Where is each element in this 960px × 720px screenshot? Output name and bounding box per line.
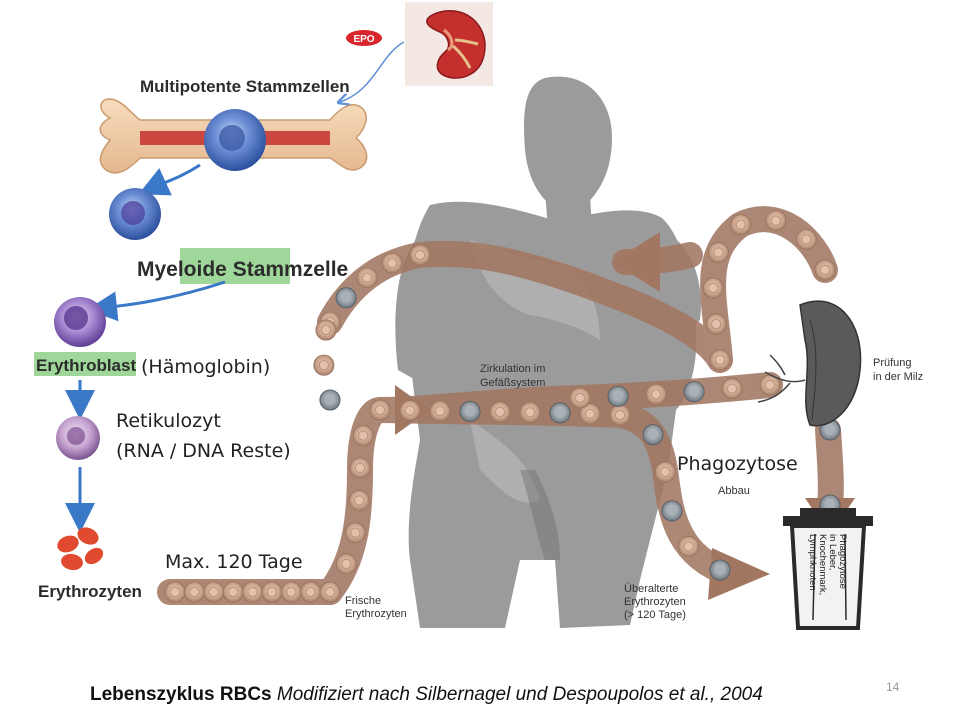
epo-badge: EPO <box>346 30 382 46</box>
blood-cell <box>709 349 731 371</box>
spleen-label-2: in der Milz <box>873 371 923 383</box>
fresh-label-1: Frische <box>345 595 381 607</box>
blood-cell <box>683 381 705 403</box>
erythroblast-label: Erythroblast <box>36 356 136 375</box>
blood-cell <box>661 500 683 522</box>
blood-cell <box>642 424 664 446</box>
blood-cell <box>399 400 421 422</box>
blood-cell <box>348 489 370 511</box>
blood-cell <box>280 581 302 603</box>
spleen-label-1: Prüfung <box>873 357 912 369</box>
blood-cell <box>489 401 511 423</box>
multipotent-label: Multipotente Stammzellen <box>140 77 350 96</box>
blood-cell <box>409 244 431 266</box>
blood-cell <box>352 425 374 447</box>
aged-label-2: Erythrozyten <box>624 596 686 608</box>
blood-cell <box>645 383 667 405</box>
reticulocyte-cell <box>56 416 100 460</box>
erythrocytes-label: Erythrozyten <box>38 582 142 601</box>
blood-cell <box>335 553 357 575</box>
page-number: 14 <box>886 680 900 694</box>
phagocytosis-label: Phagozytose <box>677 453 798 475</box>
blood-cell <box>707 241 729 263</box>
blood-cell <box>709 559 731 581</box>
blood-cell <box>319 581 341 603</box>
blood-cell <box>164 581 186 603</box>
blood-cell <box>569 387 591 409</box>
blood-cell <box>319 389 341 411</box>
erythroblast-cell <box>54 297 106 347</box>
blood-cell <box>730 214 752 236</box>
reticulocyte-note: (RNA / DNA Reste) <box>116 440 291 462</box>
myeloid-stem-cell <box>109 188 161 240</box>
blood-cell <box>369 399 391 421</box>
blood-cell <box>344 522 366 544</box>
blood-cell <box>721 378 743 400</box>
multipotent-stem-cell <box>204 109 266 171</box>
blood-cell <box>429 400 451 422</box>
aged-label-1: Überalterte <box>624 583 678 595</box>
blood-cell <box>795 228 817 250</box>
blood-cell <box>183 581 205 603</box>
arrow-stem-to-myeloid <box>138 163 201 196</box>
slide-caption: Lebenszyklus RBCs Modifiziert nach Silbe… <box>90 684 763 706</box>
blood-cell <box>315 319 337 341</box>
blood-cell <box>519 401 541 423</box>
myeloid-highlight <box>180 248 290 284</box>
blood-cell <box>765 210 787 232</box>
breakdown-label: Abbau <box>718 485 750 497</box>
blood-cell <box>678 535 700 558</box>
blood-cell <box>607 385 629 407</box>
circulation-label-1: Zirkulation im <box>480 363 545 375</box>
blood-cell <box>549 402 571 424</box>
arrow-myeloid-to-erythroblast <box>87 280 226 322</box>
bin-text-1: Phagozytose <box>837 534 848 589</box>
blood-cell <box>814 259 836 281</box>
caption-italic: Modifiziert nach Silbernagel und Despoup… <box>276 684 763 705</box>
lifespan-label: Max. 120 Tage <box>165 551 303 573</box>
blood-cell <box>241 581 264 603</box>
blood-cell <box>261 581 283 603</box>
blood-cell <box>349 457 371 479</box>
blood-cell <box>356 267 378 289</box>
blood-cell <box>381 252 403 274</box>
epo-label: EPO <box>353 34 374 45</box>
kidney-icon <box>405 2 493 86</box>
phagocytosis-bin: Phagozytose in Leber, Knochenmark, Lymph… <box>783 508 873 630</box>
caption-bold: Lebenszyklus RBCs <box>90 684 272 705</box>
epo-arrow <box>340 41 405 102</box>
circulation-label-2: Gefäßsystem <box>480 377 545 389</box>
blood-cell <box>705 313 727 335</box>
blood-cell <box>313 354 335 376</box>
erythrocytes-cells <box>57 527 104 571</box>
fresh-label-2: Erythrozyten <box>345 608 407 620</box>
blood-cell <box>702 277 724 299</box>
erythroblast-note: (Hämoglobin) <box>141 356 271 378</box>
blood-cell <box>300 581 322 603</box>
bin-text-2: in Leber, <box>827 534 838 570</box>
spleen <box>757 300 862 427</box>
blood-cell <box>459 400 481 423</box>
bin-text-3: Knochenmark, <box>817 534 828 595</box>
blood-cell <box>609 404 631 426</box>
erythroblast-highlight <box>34 352 136 376</box>
blood-cell <box>222 581 244 603</box>
body-shadow <box>520 470 560 560</box>
blood-cell <box>203 581 225 603</box>
blood-cell <box>335 287 357 309</box>
blood-cell <box>654 461 676 483</box>
myeloid-label: Myeloide Stammzelle <box>137 258 348 281</box>
reticulocyte-label: Retikulozyt <box>116 410 221 432</box>
aged-label-3: (> 120 Tage) <box>624 609 686 621</box>
bin-text-4: Lymphknoten <box>807 534 818 591</box>
